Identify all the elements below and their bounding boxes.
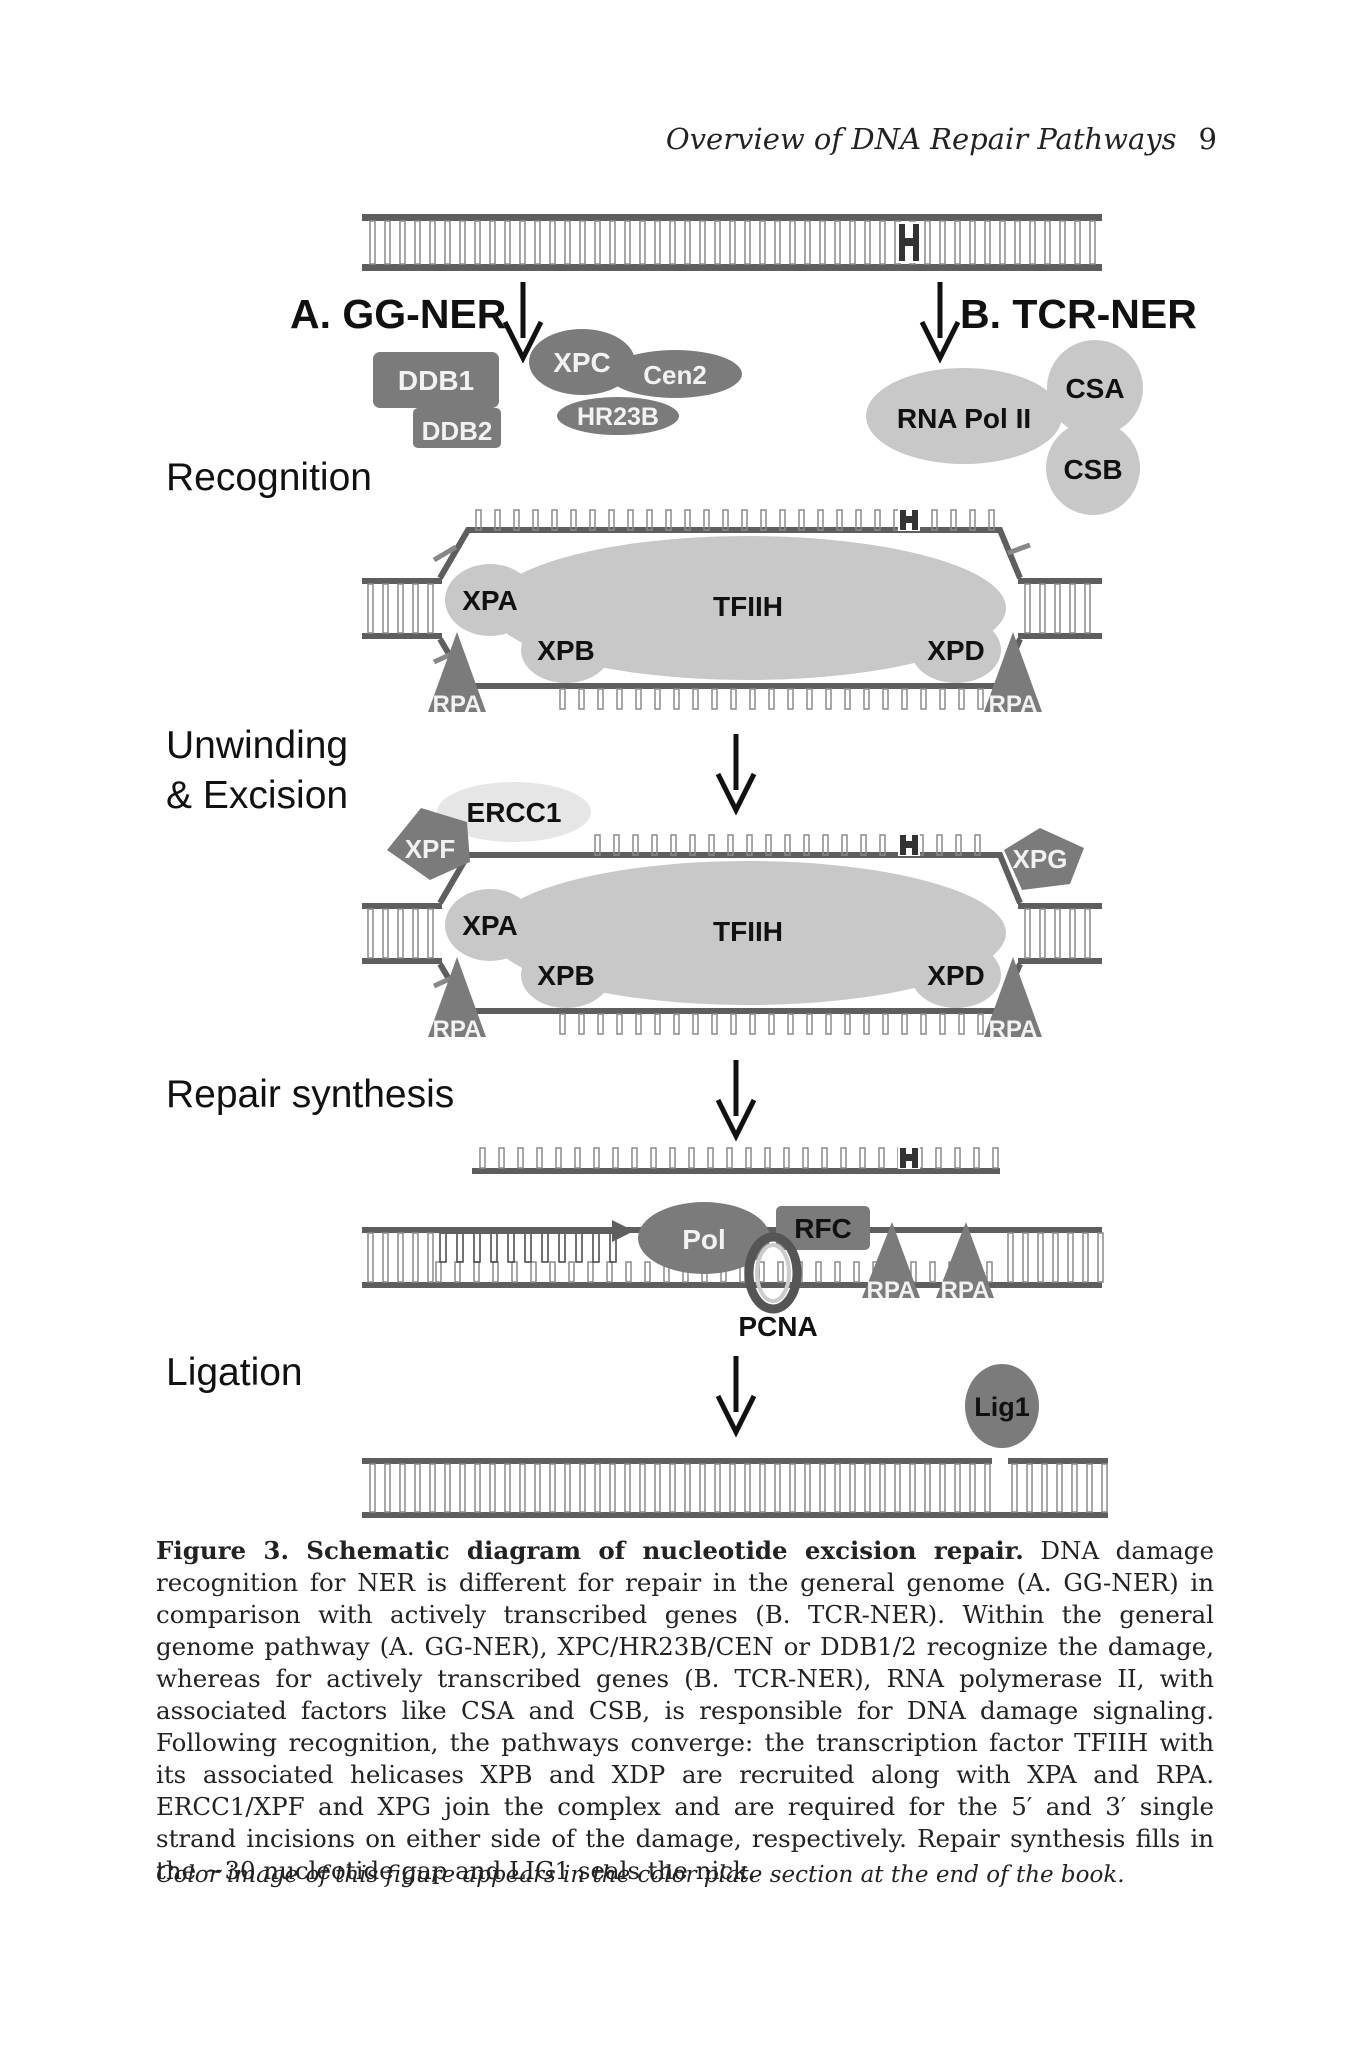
tcr-ner-label: B. TCR-NER <box>960 291 1197 337</box>
stage-unwinding-label-line2: & Excision <box>166 774 348 817</box>
pcna-clamp-icon <box>744 1232 802 1314</box>
ddb2-label: DDB2 <box>422 416 493 446</box>
ner-schematic-diagram: A. GG-NER B. TCR-NER DDB2 DDB1 Cen2 XPC … <box>166 214 1197 1518</box>
dna-bubble-incision: TFIIH ERCC1 XPF XPG XPA XPB XPD RPA RPA <box>362 782 1102 1043</box>
damage-lesion-icon <box>898 509 920 531</box>
hr23b-label: HR23B <box>577 403 659 431</box>
xpf-label: XPF <box>405 834 456 864</box>
rna-pol-ii-label: RNA Pol II <box>897 403 1031 434</box>
ddb1-label: DDB1 <box>398 365 474 396</box>
running-title: Overview of DNA Repair Pathways <box>665 122 1177 156</box>
xpd-label: XPD <box>927 960 985 991</box>
figure-caption: Figure 3. Schematic diagram of nucleotid… <box>156 1535 1214 1887</box>
stage-repair-synthesis-label: Repair synthesis <box>166 1073 454 1116</box>
ercc1-label: ERCC1 <box>467 797 562 828</box>
pcna-label: PCNA <box>738 1311 817 1342</box>
stage-recognition-label: Recognition <box>166 456 372 499</box>
rpa-label: RPA <box>433 691 482 718</box>
lig1-protein: Lig1 <box>965 1364 1039 1448</box>
lig1-label: Lig1 <box>974 1392 1030 1422</box>
rfc-label: RFC <box>794 1213 852 1244</box>
rna-pol-ii-complex: RNA Pol II CSA CSB <box>866 340 1143 515</box>
arrow-down-icon <box>715 1060 757 1142</box>
csa-label: CSA <box>1065 373 1124 404</box>
xpb-label: XPB <box>537 635 595 666</box>
xpc-label: XPC <box>553 347 611 378</box>
gg-ner-label: A. GG-NER <box>290 291 506 337</box>
rpa-label: RPA <box>941 1277 990 1304</box>
cen2-label: Cen2 <box>643 360 707 390</box>
damage-lesion-icon <box>898 834 920 856</box>
arrow-down-icon <box>715 734 757 816</box>
arrow-down-icon <box>502 282 544 364</box>
stage-unwinding-label-line1: Unwinding <box>166 724 348 767</box>
rpa-label: RPA <box>867 1277 916 1304</box>
caption-title: Figure 3. Schematic diagram of nucleotid… <box>156 1536 1024 1565</box>
stage-ligation-label: Ligation <box>166 1351 303 1394</box>
dna-duplex-damaged <box>362 214 1102 271</box>
arrow-down-icon <box>715 1356 757 1438</box>
xpc-complex: Cen2 XPC HR23B <box>529 329 742 437</box>
dna-gap-filling: Pol RFC PCNA RPA RPA <box>362 1202 1104 1342</box>
color-plate-note: Color image of this figure appears in th… <box>156 1862 1125 1888</box>
csb-label: CSB <box>1063 454 1122 485</box>
xpa-label: XPA <box>462 585 518 616</box>
excised-oligonucleotide <box>472 1147 1000 1174</box>
xpg-label: XPG <box>1013 844 1068 874</box>
xpd-label: XPD <box>927 635 985 666</box>
pol-label: Pol <box>682 1224 726 1255</box>
xpb-label: XPB <box>537 960 595 991</box>
rpa-label: RPA <box>433 1016 482 1043</box>
ddb-complex: DDB2 DDB1 <box>373 352 501 448</box>
rpa-label: RPA <box>989 1016 1038 1043</box>
tfiih-label: TFIIH <box>713 591 783 622</box>
dna-duplex-repaired <box>362 1458 1108 1518</box>
damage-lesion-icon <box>898 1147 920 1169</box>
running-header: Overview of DNA Repair Pathways 9 <box>666 122 1217 156</box>
rpa-label: RPA <box>989 691 1038 718</box>
page-number: 9 <box>1198 122 1217 156</box>
caption-text: DNA damage recognition for NER is differ… <box>156 1536 1214 1885</box>
tfiih-label: TFIIH <box>713 916 783 947</box>
xpa-label: XPA <box>462 910 518 941</box>
dna-bubble-tfiih: TFIIH XPA XPB XPD RPA RPA <box>362 509 1102 718</box>
arrow-down-icon <box>919 282 961 364</box>
damage-lesion-icon <box>897 222 921 263</box>
